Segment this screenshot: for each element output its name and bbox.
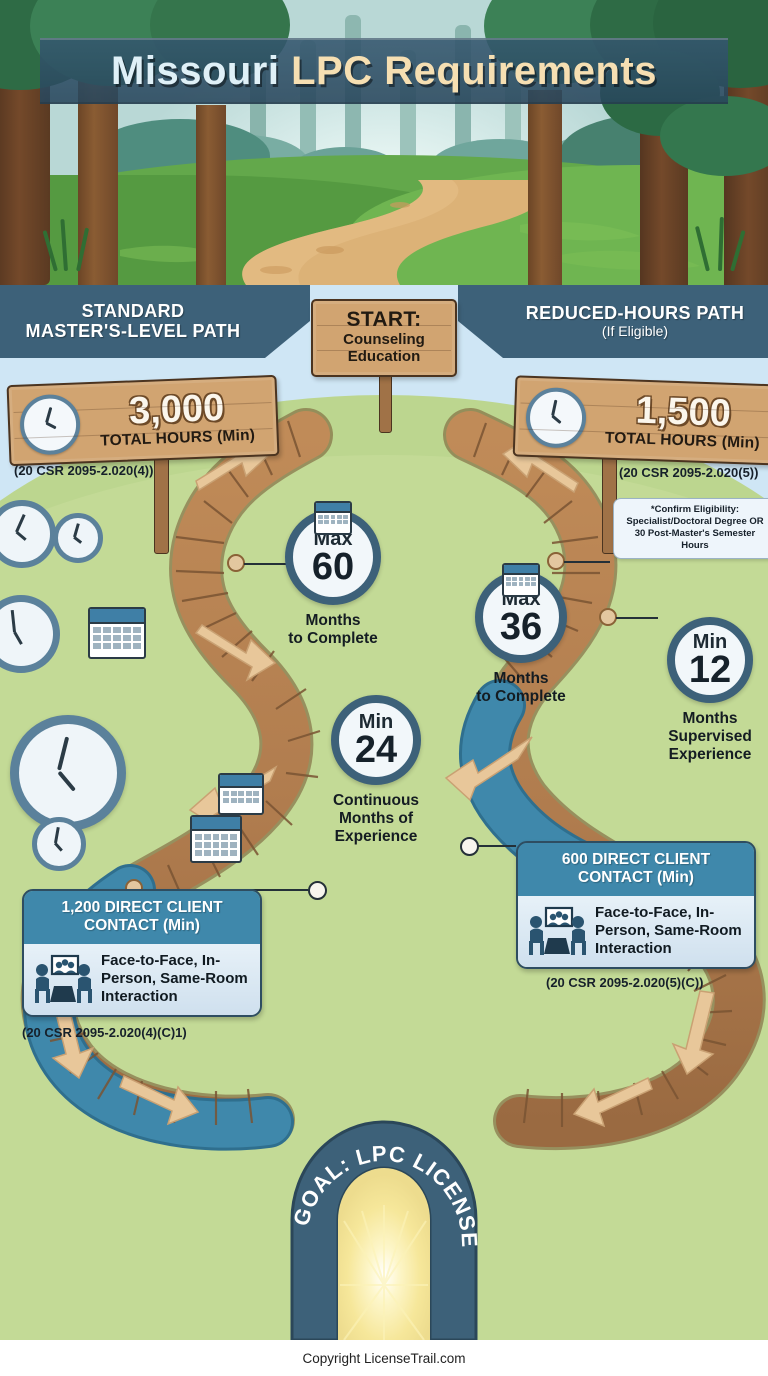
banner-right-line1: REDUCED-HOURS PATH <box>525 303 745 324</box>
calendar-icon <box>502 563 540 597</box>
banner-right-sub: (If Eligible) <box>601 322 669 339</box>
tree-trunk <box>78 80 118 285</box>
banner-left-line2: MASTER'S-LEVEL PATH <box>25 320 241 341</box>
clock-icon <box>0 500 56 568</box>
start-signpost: START: Counseling Education <box>311 299 457 433</box>
right-hours-plate: 1,500 TOTAL HOURS (Min) <box>512 375 768 466</box>
leader-line <box>616 617 658 619</box>
clock-icon <box>53 513 103 563</box>
milestone-prefix: Min <box>692 630 728 653</box>
milestone-circle: Min 24 <box>331 695 421 785</box>
clock-icon <box>32 817 86 871</box>
milestone-caption: Months to Complete <box>476 670 566 705</box>
card-body-text: Face-to-Face, In-Person, Same-Room Inter… <box>101 951 248 1005</box>
left-hours-plate: 3,000 TOTAL HOURS (Min) <box>6 374 280 467</box>
banner-reduced-path: REDUCED-HOURS PATH (If Eligible) <box>458 285 768 358</box>
leader-line <box>466 845 516 847</box>
copyright-text: Copyright LicenseTrail.com <box>302 1350 466 1366</box>
calendar-icon <box>218 773 264 815</box>
card-body-text: Face-to-Face, In-Person, Same-Room Inter… <box>595 903 742 957</box>
left-hours-signpost: 3,000 TOTAL HOURS (Min) <box>6 374 280 554</box>
page-title-bar: Missouri LPC Requirements <box>40 38 728 104</box>
meeting-people-icon <box>35 954 92 1003</box>
milestone-min-12: Min 12 Months Supervised Experience <box>652 617 768 763</box>
right-direct-contact-card: 600 DIRECT CLIENT CONTACT (Min) Face-to-… <box>516 841 756 969</box>
start-sign-line2: Counseling <box>343 331 425 348</box>
milestone-min-24: Min 24 Continuous Months of Experience <box>306 695 446 845</box>
start-sign-plate: START: Counseling Education <box>311 299 457 377</box>
tree-trunk <box>196 105 226 285</box>
banner-left-line1: STANDARD <box>81 301 185 322</box>
shrub <box>660 96 768 176</box>
calendar-icon <box>190 815 242 863</box>
page-title-part2: LPC Requirements <box>291 48 657 93</box>
right-path-group <box>443 408 766 1151</box>
clock-icon <box>0 595 60 673</box>
right-hours-number: 1,500 <box>635 389 732 436</box>
page-title: Missouri LPC Requirements <box>111 49 657 94</box>
calendar-icon <box>314 501 352 535</box>
left-hours-citation: (20 CSR 2095-2.020(4)) <box>14 463 154 478</box>
milestone-prefix: Min <box>358 710 394 733</box>
left-card-citation: (20 CSR 2095-2.020(4)(C)1) <box>22 1025 187 1040</box>
right-card-citation: (20 CSR 2095-2.020(5)(C)) <box>546 975 704 990</box>
right-hours-citation: (20 CSR 2095-2.020(5)) <box>619 465 759 480</box>
banner-standard-path: STANDARD MASTER'S-LEVEL PATH <box>0 285 310 358</box>
milestone-circle: Max 60 <box>285 501 381 605</box>
meeting-people-icon <box>529 906 586 955</box>
clock-icon <box>18 393 82 456</box>
clock-icon <box>10 715 126 831</box>
milestone-caption: Continuous Months of Experience <box>332 792 420 845</box>
tree-trunk <box>528 90 562 285</box>
milestone-number: 60 <box>311 545 355 588</box>
eligibility-note: *Confirm Eligibility: Specialist/Doctora… <box>613 498 768 559</box>
milestone-caption: Months Supervised Experience <box>668 710 752 763</box>
left-hours-number: 3,000 <box>128 387 225 433</box>
leader-line <box>244 563 296 565</box>
card-title: 600 DIRECT CLIENT CONTACT (Min) <box>518 843 754 896</box>
footer: Copyright LicenseTrail.com <box>0 1340 768 1376</box>
milestone-circle: Max 36 <box>475 563 567 663</box>
path-node-dot <box>460 837 479 856</box>
milestone-caption: Months to Complete <box>288 612 378 647</box>
start-sign-line1: START: <box>346 308 422 331</box>
milestone-number: 24 <box>354 728 398 771</box>
card-title: 1,200 DIRECT CLIENT CONTACT (Min) <box>24 891 260 944</box>
path-node-dot <box>308 881 327 900</box>
milestone-circle: Min 12 <box>667 617 753 703</box>
milestone-number: 12 <box>688 648 732 691</box>
calendar-icon <box>88 607 146 659</box>
page-title-part1: Missouri <box>111 48 280 93</box>
right-hours-signpost: 1,500 TOTAL HOURS (Min) <box>512 375 768 554</box>
clock-icon <box>525 386 588 449</box>
leader-line <box>564 561 610 563</box>
goal-arch-group: GOAL: LPC LICENSE <box>288 1120 481 1340</box>
roadmap-board: GOAL: LPC LICENSE STANDARD MASTER'S-LEVE… <box>0 285 768 1340</box>
milestone-max-36: Max 36 Months to Complete <box>456 563 586 706</box>
milestone-number: 36 <box>499 605 543 648</box>
left-direct-contact-card: 1,200 DIRECT CLIENT CONTACT (Min) Face-t… <box>22 889 262 1017</box>
start-sign-line3: Education <box>347 347 421 365</box>
milestone-max-60: Max 60 Months to Complete <box>268 501 398 648</box>
